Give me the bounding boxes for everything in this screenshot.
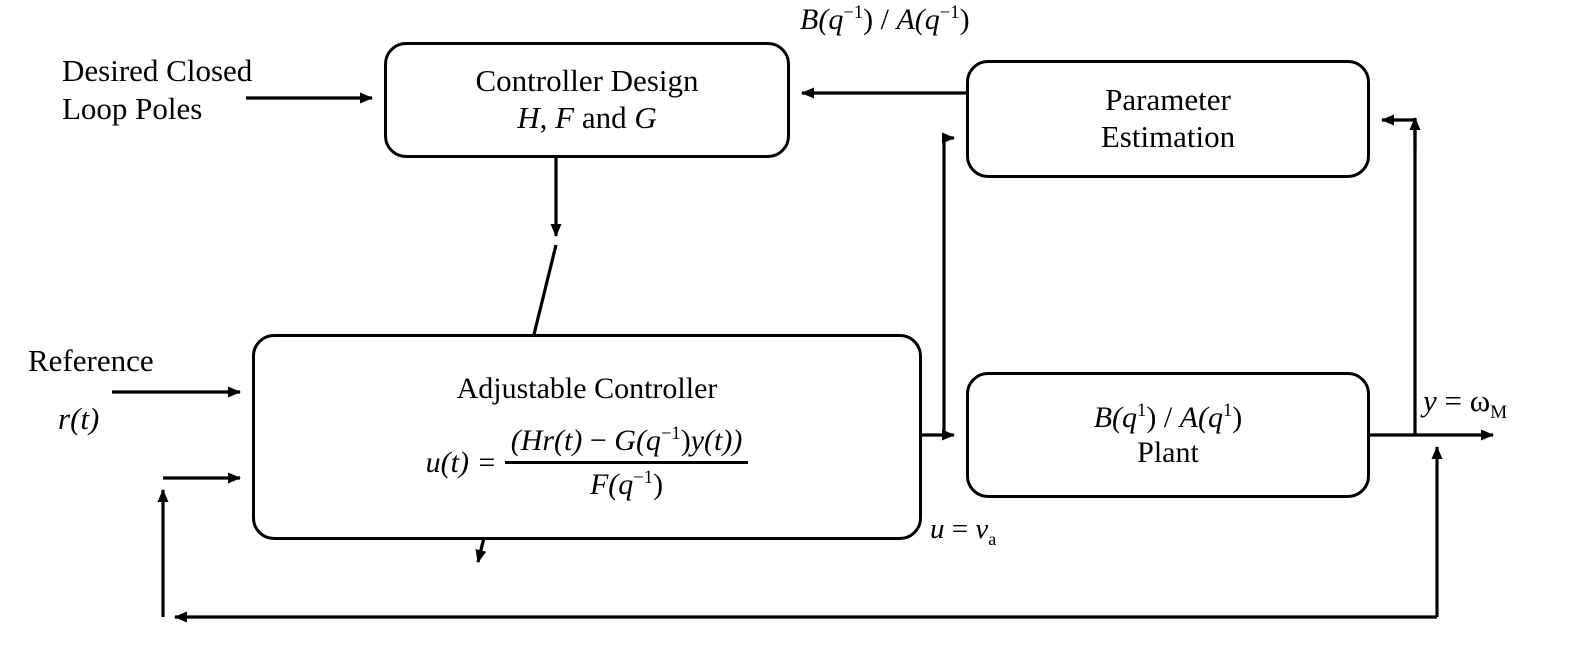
num-g-close: ) — [680, 423, 691, 457]
param-g: G — [634, 100, 657, 135]
param-sep: , — [539, 100, 556, 135]
control-signal-u: u — [930, 513, 945, 545]
num-part-y: y(t)) — [690, 423, 743, 457]
label-output-signal: y = ωM — [1423, 382, 1508, 424]
top-tf-b-exponent: −1 — [843, 2, 864, 23]
parameter-estimation-line-1: Parameter — [1105, 82, 1231, 118]
plant-a-close: ) — [1232, 400, 1243, 434]
plant-a-exponent: 1 — [1223, 399, 1233, 421]
parameter-estimation-line-2: Estimation — [1100, 119, 1236, 154]
block-parameter-estimation[interactable]: Parameter Estimation — [966, 60, 1370, 178]
block-adjustable-controller[interactable]: Adjustable Controller u(t) = (Hr(t) − G(… — [252, 334, 922, 540]
control-signal-subscript: a — [988, 528, 997, 549]
control-law-lhs: u(t) = — [425, 445, 497, 479]
num-part-g: G(q — [614, 423, 661, 457]
control-signal-eq: = — [944, 513, 976, 545]
plant-slash: / — [1156, 400, 1180, 434]
top-tf-b: B(q — [800, 3, 844, 36]
desired-poles-line-1: Desired Closed — [62, 53, 253, 88]
control-law-numerator: (Hr(t) − G(q−1)y(t)) — [505, 423, 749, 461]
label-reference-signal: r(t) — [58, 401, 100, 436]
top-tf-a-close: ) — [959, 3, 970, 36]
output-signal-eq: = — [1436, 383, 1470, 418]
block-controller-design[interactable]: Controller Design H, F and G — [384, 42, 790, 158]
output-signal-omega: ω — [1469, 383, 1491, 418]
output-signal-subscript: M — [1490, 402, 1508, 424]
top-tf-a-exponent: −1 — [939, 2, 960, 23]
den-part-f: F(q — [589, 468, 634, 502]
control-law-equation: u(t) = (Hr(t) − G(q−1)y(t)) F(q−1) — [426, 423, 749, 503]
num-minus: − — [582, 423, 615, 457]
param-and: and — [574, 100, 635, 135]
control-law-fraction: (Hr(t) − G(q−1)y(t)) F(q−1) — [504, 423, 749, 503]
plant-b-exponent: 1 — [1137, 399, 1147, 421]
wire-u-to-param-est — [942, 132, 955, 435]
controller-design-parameters: H, F and G — [517, 100, 656, 137]
control-signal-v: v — [975, 513, 989, 545]
plant-b: B(q — [1093, 400, 1138, 434]
top-tf-b-close: ) — [863, 3, 874, 36]
label-estimated-transfer-function: B(q−1) / A(q−1) — [800, 2, 970, 39]
plant-a: A(q — [1179, 400, 1223, 434]
wire-y-to-param-est — [1381, 114, 1417, 435]
den-exponent: −1 — [633, 467, 654, 489]
fraction-bar — [504, 461, 749, 465]
label-desired-closed-loop-poles: Desired Closed Loop Poles — [62, 52, 252, 128]
output-signal-y: y — [1423, 383, 1437, 418]
plant-name: Plant — [1137, 436, 1199, 469]
block-plant[interactable]: B(q1) / A(q1) Plant — [966, 372, 1370, 498]
plant-transfer-function: B(q1) / A(q1) — [1094, 400, 1243, 435]
param-h: H — [517, 100, 540, 135]
label-control-signal: u = va — [930, 512, 997, 549]
adjustable-controller-title: Adjustable Controller — [456, 372, 718, 406]
control-law-denominator: F(q−1) — [584, 464, 669, 502]
param-f: F — [555, 100, 575, 135]
top-tf-slash: / — [873, 3, 897, 36]
plant-b-close: ) — [1146, 400, 1157, 434]
num-part-h: (H — [510, 423, 543, 457]
num-part-r: r(t) — [542, 423, 583, 457]
desired-poles-line-2: Loop Poles — [62, 90, 203, 126]
label-reference: Reference — [28, 343, 154, 378]
num-g-exponent: −1 — [660, 422, 681, 444]
top-tf-a: A(q — [896, 3, 940, 36]
controller-design-title: Controller Design — [475, 63, 699, 99]
den-close: ) — [653, 468, 664, 502]
